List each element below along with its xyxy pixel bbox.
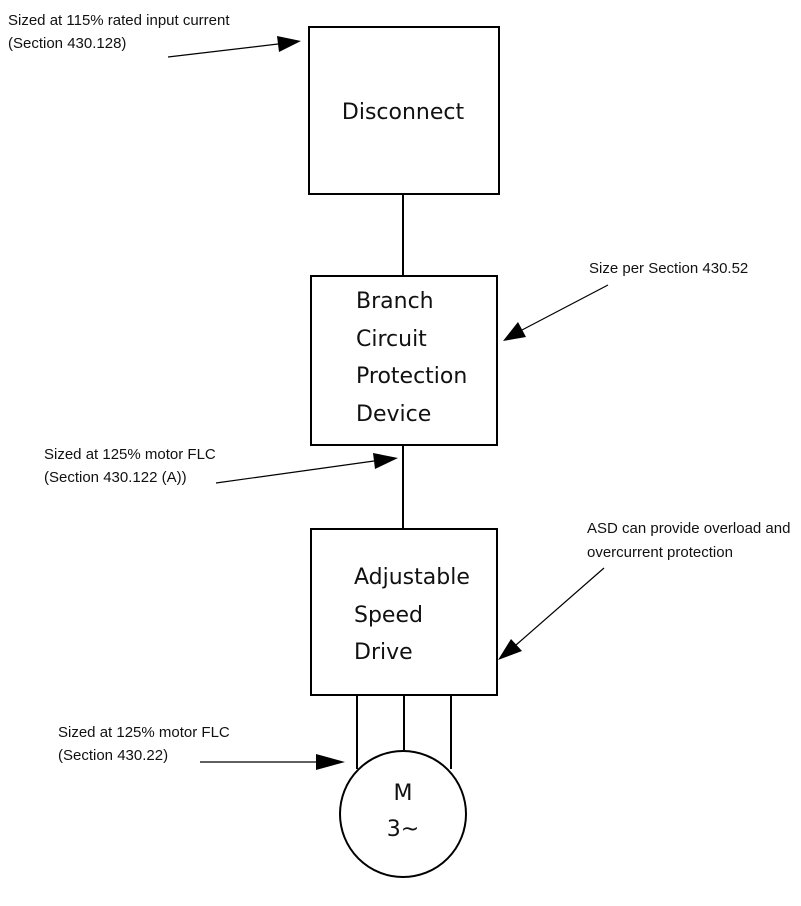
asd-label-line-3: Drive bbox=[354, 640, 413, 665]
asd-note-arrowhead bbox=[498, 639, 522, 660]
asd-label-line-2: Speed bbox=[354, 603, 423, 628]
branch-protection-box bbox=[310, 275, 498, 446]
disconnect-label: Disconnect bbox=[342, 100, 465, 125]
branch-label-line-2: Circuit bbox=[356, 327, 427, 352]
branch-note-arrowhead bbox=[503, 322, 526, 341]
feeder-note-line-2: (Section 430.122 (A)) bbox=[44, 469, 187, 486]
motor-note-arrowhead bbox=[316, 754, 345, 770]
disconnect-box bbox=[308, 26, 500, 195]
branch-label-line-1: Branch bbox=[356, 289, 434, 314]
branch-label-line-4: Device bbox=[356, 402, 431, 427]
motor-note-line-2: (Section 430.22) bbox=[58, 747, 168, 764]
branch-note-arrow bbox=[521, 284, 609, 331]
disconnect-note-arrowhead bbox=[277, 36, 301, 52]
asd-label-line-1: Adjustable bbox=[354, 565, 470, 590]
feeder-note-arrowhead bbox=[373, 453, 398, 469]
feeder-note-arrow bbox=[215, 460, 375, 484]
disconnect-note-arrow bbox=[167, 43, 279, 58]
motor-label-line-2: 3~ bbox=[387, 817, 419, 842]
asd-box bbox=[310, 528, 498, 696]
asd-note-arrow bbox=[515, 567, 605, 646]
motor-symbol bbox=[339, 750, 467, 878]
motor-label-line-1: M bbox=[394, 781, 413, 806]
asd-note-line-2: overcurrent protection bbox=[587, 544, 733, 561]
motor-note-line-1: Sized at 125% motor FLC bbox=[58, 724, 230, 741]
asd-note-line-1: ASD can provide overload and bbox=[587, 520, 790, 537]
branch-note-line-1: Size per Section 430.52 bbox=[589, 260, 748, 277]
feeder-note-line-1: Sized at 125% motor FLC bbox=[44, 446, 216, 463]
disconnect-note-line-1: Sized at 115% rated input current bbox=[8, 12, 230, 29]
disconnect-note-line-2: (Section 430.128) bbox=[8, 35, 126, 52]
branch-label-line-3: Protection bbox=[356, 364, 467, 389]
